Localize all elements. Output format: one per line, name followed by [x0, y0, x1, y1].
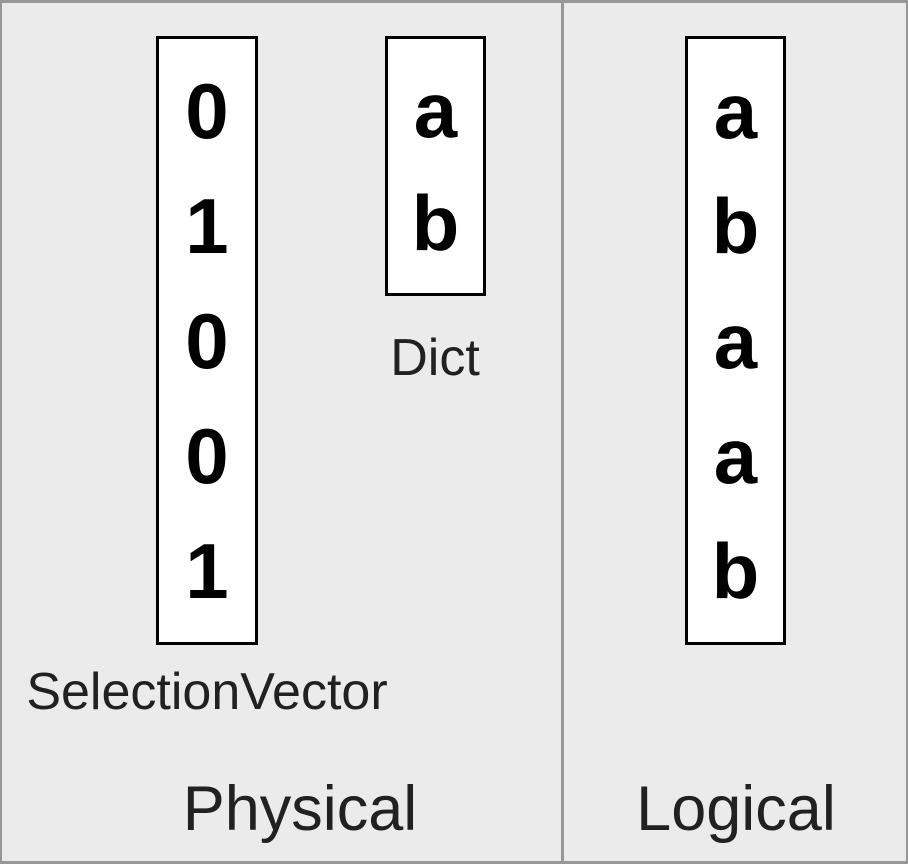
vector-cell: a — [413, 65, 458, 154]
vector-cell: b — [711, 181, 760, 270]
vector-cell: 0 — [185, 411, 229, 500]
vector-cell: a — [713, 296, 758, 385]
vector-cell: 0 — [185, 296, 229, 385]
vector-cell: 1 — [185, 181, 229, 270]
vector-cell: 0 — [185, 66, 229, 155]
logical-panel-title: Logical — [636, 774, 836, 844]
vector-cell: 1 — [185, 526, 229, 615]
panel-divider — [561, 0, 564, 864]
physical-panel-title: Physical — [182, 774, 418, 844]
vector-cell: a — [713, 411, 758, 500]
dict-label: Dict — [390, 329, 480, 387]
selection-vector-box: 0 1 0 0 1 — [156, 36, 258, 645]
vector-cell: a — [713, 66, 758, 155]
vector-cell: b — [711, 526, 760, 615]
vector-cell: b — [411, 178, 460, 267]
selection-vector-label: SelectionVector — [26, 663, 388, 721]
